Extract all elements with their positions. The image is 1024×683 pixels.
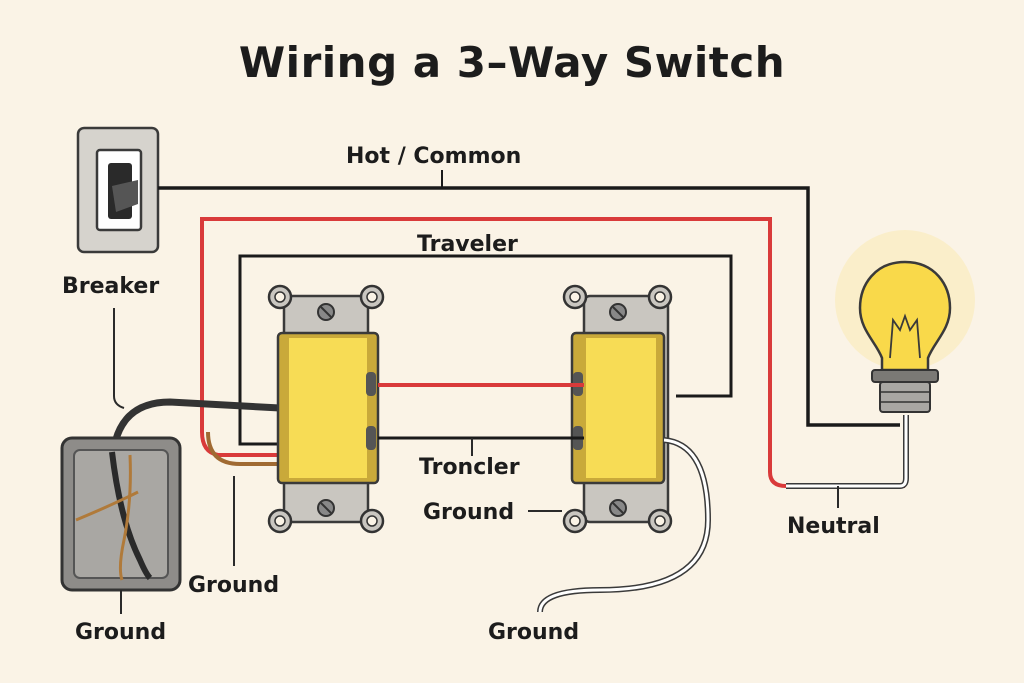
light-bulb-icon [835,230,975,413]
three-way-switch-icon [562,284,673,534]
ground-middle-label: Ground [423,500,515,525]
traveler-label: Traveler [417,232,518,257]
hot-common-label: Hot / Common [346,144,522,169]
troncler-label: Troncler [419,455,520,480]
black-traveler-wire [238,254,733,446]
hot-common-wire [158,186,900,427]
ground-left-switch-label: Ground [188,573,280,598]
breaker-leader [113,308,125,409]
page-title: Wiring a 3–Way Switch [238,38,786,87]
breaker-label: Breaker [62,274,160,299]
junction-box-icon [60,436,182,592]
neutral-label: Neutral [787,514,880,539]
cable-copper [206,431,280,466]
ground-box-label: Ground [75,620,167,645]
three-way-switch-icon [267,284,385,534]
breaker-switch-icon [76,126,160,254]
ground-bottom-center-label: Ground [488,620,580,645]
